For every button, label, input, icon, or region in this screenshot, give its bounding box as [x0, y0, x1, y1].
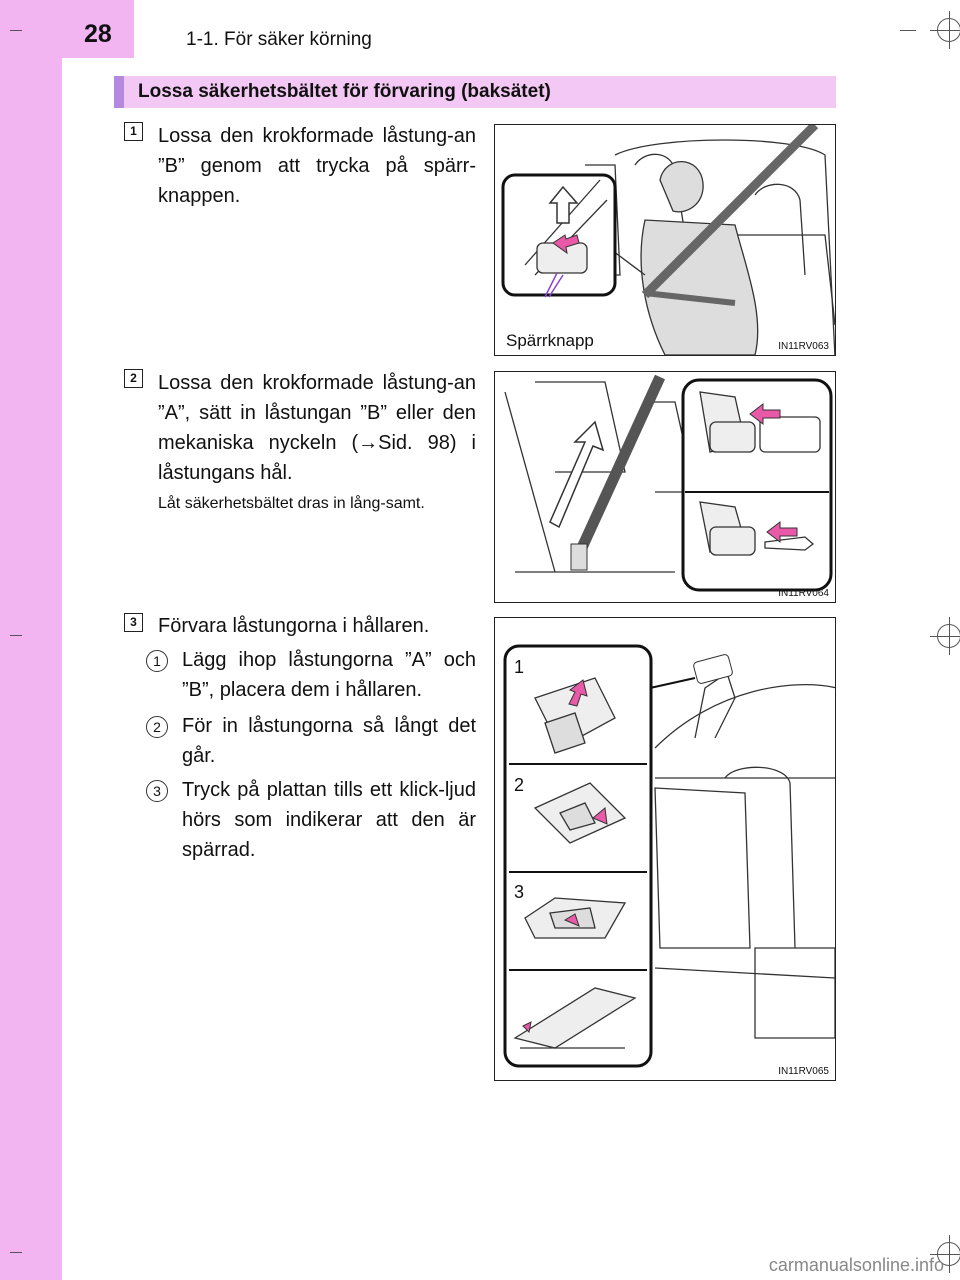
figure-label: 3	[513, 882, 524, 902]
registration-mark-icon	[930, 1235, 960, 1273]
crop-mark	[900, 30, 916, 31]
substep-number: 3	[146, 780, 168, 802]
figure-release-button: Spärrknapp IN11RV063	[494, 124, 836, 356]
figure-code: IN11RV064	[778, 588, 829, 599]
figure-label: 2	[513, 775, 524, 795]
step-text: Lossa den krokformade låstung-an ”B” gen…	[158, 125, 476, 207]
crop-mark	[10, 30, 22, 31]
figure-code: IN11RV063	[778, 341, 829, 352]
seat-belt-illustration	[501, 125, 835, 355]
step-note: Låt säkerhetsbältet dras in lång-samt.	[158, 495, 425, 512]
figure-insert-tongue: IN11RV064	[494, 371, 836, 603]
step-number: 3	[124, 613, 143, 632]
crop-mark	[10, 635, 22, 636]
substep-text: För in låstungorna så långt det går.	[182, 715, 476, 767]
figure-store-tongues: 1 2 3 IN11RV065	[494, 617, 836, 1081]
step-number: 2	[124, 369, 143, 388]
heading-bar: Lossa säkerhetsbältet för förvaring (bak…	[114, 76, 836, 108]
substep-number: 1	[146, 650, 168, 672]
substep-text: Tryck på plattan tills ett klick-ljud hö…	[182, 779, 476, 861]
step-number: 1	[124, 122, 143, 141]
side-tab	[0, 0, 62, 1280]
section-title: 1-1. För säker körning	[186, 29, 372, 50]
registration-mark-icon	[930, 11, 960, 49]
page-number-tab	[62, 0, 134, 58]
registration-mark-icon	[930, 617, 960, 655]
heading-title: Lossa säkerhetsbältet för förvaring (bak…	[138, 81, 551, 102]
substep-text: Lägg ihop låstungorna ”A” och ”B”, place…	[182, 649, 476, 701]
step-text: Lossa den krokformade låstung-an ”A”, sä…	[158, 372, 476, 484]
figure-label: 1	[513, 657, 524, 677]
figure-callout: Spärrknapp	[498, 331, 602, 351]
substep-number: 2	[146, 716, 168, 738]
step-text: Förvara låstungorna i hållaren.	[158, 615, 430, 637]
page-number: 28	[84, 20, 112, 48]
seat-belt-illustration	[504, 374, 833, 592]
crop-mark	[10, 1252, 22, 1253]
holder-illustration	[503, 644, 835, 1068]
figure-code: IN11RV065	[778, 1066, 829, 1077]
watermark: carmanualsonline.info	[768, 1255, 944, 1275]
